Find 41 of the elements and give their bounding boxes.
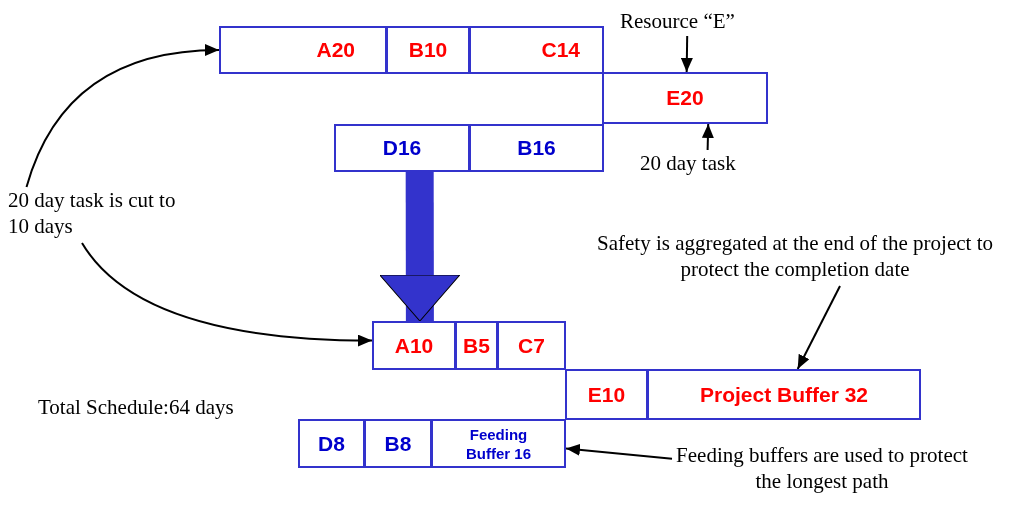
bar-label: B5 [463, 333, 490, 358]
task-bar [298, 419, 365, 468]
task-bar [334, 124, 470, 172]
bar-label: E20 [666, 86, 704, 110]
task-bar [386, 26, 470, 74]
curved-arrow [81, 242, 373, 347]
bar-label: Feeding Buffer 16 [465, 424, 532, 463]
annotation-text: Feeding buffers are used to protect the longest path [672, 442, 972, 498]
note-text: Total Schedule:64 days [38, 394, 234, 420]
annotation-text: Resource “E” [620, 8, 780, 36]
bar-label: C7 [518, 333, 545, 358]
arrow [565, 443, 673, 460]
task-bar [565, 369, 648, 420]
bar-label: B10 [408, 38, 448, 62]
task-bar [455, 321, 498, 370]
buffer-bar [647, 369, 921, 420]
annotation-text: 20 day task [640, 150, 770, 178]
task-bar [497, 321, 566, 370]
bar-label: Project Buffer 32 [699, 382, 869, 407]
arrow [680, 35, 693, 73]
task-bar [602, 72, 768, 124]
block-arrow [379, 172, 461, 322]
annotation-text: Safety is aggregated at the end of the project to protect the completion date [570, 230, 1020, 286]
bar-label: D8 [318, 431, 345, 456]
curved-arrow [25, 44, 220, 188]
bar-label: A20 [316, 38, 355, 62]
bar-label: D16 [382, 136, 422, 160]
arrow [796, 285, 841, 370]
bar-label: B8 [384, 431, 412, 456]
arrow [701, 123, 714, 151]
task-bar [364, 419, 432, 468]
annotation-text: 20 day task is cut to 10 days [8, 187, 193, 243]
task-bar [469, 124, 604, 172]
bar-label: C14 [541, 38, 580, 62]
task-bar [469, 26, 604, 74]
bar-label: E10 [587, 382, 626, 407]
bar-label: B16 [517, 136, 556, 160]
buffer-bar [431, 419, 566, 468]
task-bar [219, 26, 387, 74]
task-bar [372, 321, 456, 370]
bar-label: A10 [394, 333, 434, 358]
